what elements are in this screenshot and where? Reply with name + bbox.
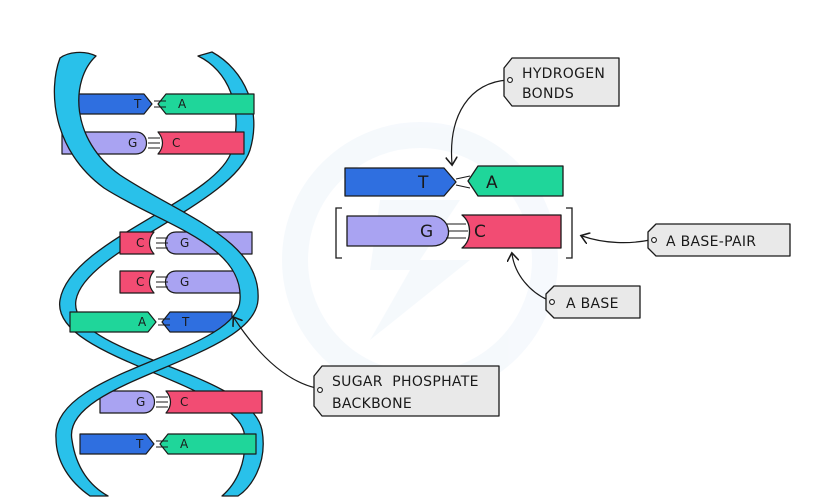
base-pair-bracket-left [335, 207, 342, 259]
helix-letter-right: C [172, 136, 180, 150]
helix-letter-right: G [180, 236, 189, 250]
detail-letter-c: C [474, 222, 486, 242]
helix-base-left [79, 433, 155, 455]
detail-letter-t: T [417, 173, 429, 193]
helix-letter-left: A [138, 315, 147, 329]
detail-pair-ta: T A [344, 165, 564, 197]
detail-adenine-block [467, 165, 564, 197]
helix-base-right [159, 433, 257, 455]
base-label: A BASE [566, 296, 619, 312]
label-tag-base-pair: A BASE-PAIR [647, 223, 791, 257]
arrow-base [512, 254, 549, 301]
helix-letter-right: A [180, 437, 189, 451]
helix-base-left [99, 390, 156, 414]
label-tag-backbone: SUGAR PHOSPHATE BACKBONE [313, 365, 500, 417]
helix-base-right [157, 93, 255, 115]
detail-cytosine-block [461, 214, 562, 249]
helix-base-left [119, 231, 155, 255]
detail-letter-a: A [486, 173, 498, 193]
helix-base-right [157, 131, 245, 155]
backbone-strand-front [53, 51, 259, 497]
base-pair-bracket-right [566, 207, 573, 259]
helix-letter-left: C [136, 275, 144, 289]
helix-base-right [161, 311, 233, 333]
helix-letter-left: T [133, 97, 142, 111]
helix-letter-left: T [135, 437, 144, 451]
backbone-label-line2: BACKBONE [332, 396, 412, 412]
detail-thymine-block [344, 167, 457, 197]
helix-letter-right: G [180, 275, 189, 289]
label-tag-hydrogen-bonds: HYDROGEN BONDS [503, 57, 620, 107]
arrow-base-pair [582, 236, 651, 243]
helix-base-right [165, 390, 263, 414]
hydrogen-bond-line [455, 175, 471, 180]
helix-letter-right: A [178, 97, 187, 111]
arrow-hydrogen-bonds [452, 79, 509, 164]
base-pair-label: A BASE-PAIR [666, 234, 756, 250]
helix-letter-left: C [136, 236, 144, 250]
hydrogen-bonds-label-line2: BONDS [522, 86, 574, 102]
detail-letter-g: G [420, 222, 433, 242]
detail-base-pairs: T A G C [335, 165, 573, 259]
helix-base-right [164, 270, 253, 294]
helix-letter-right: T [181, 315, 190, 329]
helix-letter-left: G [136, 395, 145, 409]
detail-guanine-block [346, 215, 450, 247]
helix-letter-left: G [128, 136, 137, 150]
helix-base-left [119, 270, 155, 294]
detail-pair-gc: G C [346, 214, 562, 249]
helix-letter-right: C [180, 395, 188, 409]
backbone-strand-back [59, 51, 264, 497]
backbone-label-line1: SUGAR PHOSPHATE [332, 374, 479, 390]
hydrogen-bonds-label-line1: HYDROGEN [522, 66, 605, 82]
label-tag-base: A BASE [545, 285, 641, 319]
arrow-backbone [234, 318, 317, 389]
helix-base-left [69, 311, 157, 333]
hydrogen-bond-line [455, 184, 471, 189]
